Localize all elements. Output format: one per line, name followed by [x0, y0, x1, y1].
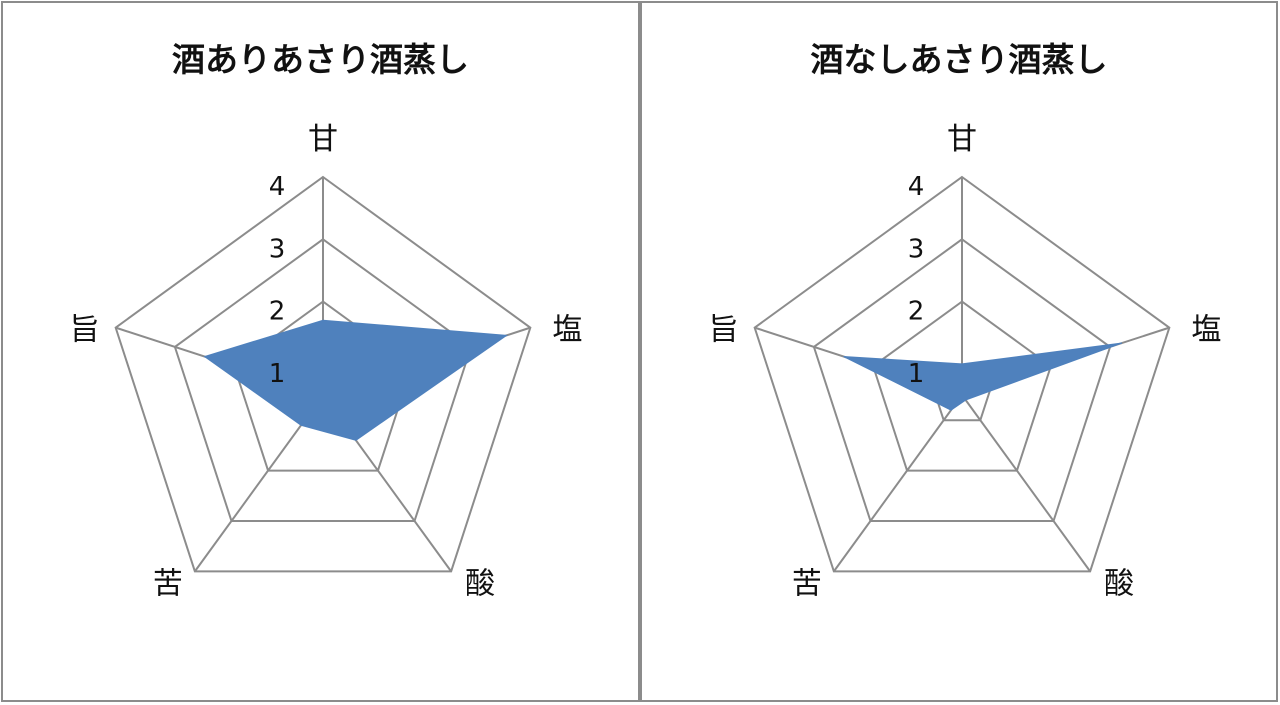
tick-label: 4: [269, 172, 286, 202]
grid-ring: [114, 175, 532, 573]
axis-spoke: [833, 394, 963, 572]
tick-label: 1: [908, 359, 925, 389]
category-label: 苦: [153, 566, 183, 601]
series-area: [843, 342, 1123, 411]
grid-ring: [753, 175, 1171, 573]
chart-title: 酒ありあさり酒蒸し: [172, 40, 469, 79]
category-label: 旨: [70, 313, 100, 348]
grid-ring: [812, 238, 1112, 522]
category-label: 甘: [308, 122, 338, 157]
tick-label: 2: [908, 297, 925, 327]
axis-spoke: [961, 394, 1091, 572]
category-label: 酸: [1104, 566, 1134, 601]
category-label: 塩: [1191, 313, 1221, 348]
tick-label: 2: [269, 297, 286, 327]
tick-label: 3: [269, 234, 286, 264]
tick-label: 3: [908, 234, 925, 264]
category-label: 塩: [552, 313, 582, 348]
series-area: [203, 319, 509, 441]
tick-label: 4: [908, 172, 925, 202]
chart-title: 酒なしあさり酒蒸し: [810, 40, 1108, 79]
tick-label: 1: [269, 359, 286, 389]
category-label: 甘: [947, 122, 977, 157]
category-label: 酸: [465, 566, 495, 601]
category-label: 苦: [792, 566, 822, 601]
grid-ring: [173, 238, 473, 522]
category-label: 旨: [709, 313, 739, 348]
